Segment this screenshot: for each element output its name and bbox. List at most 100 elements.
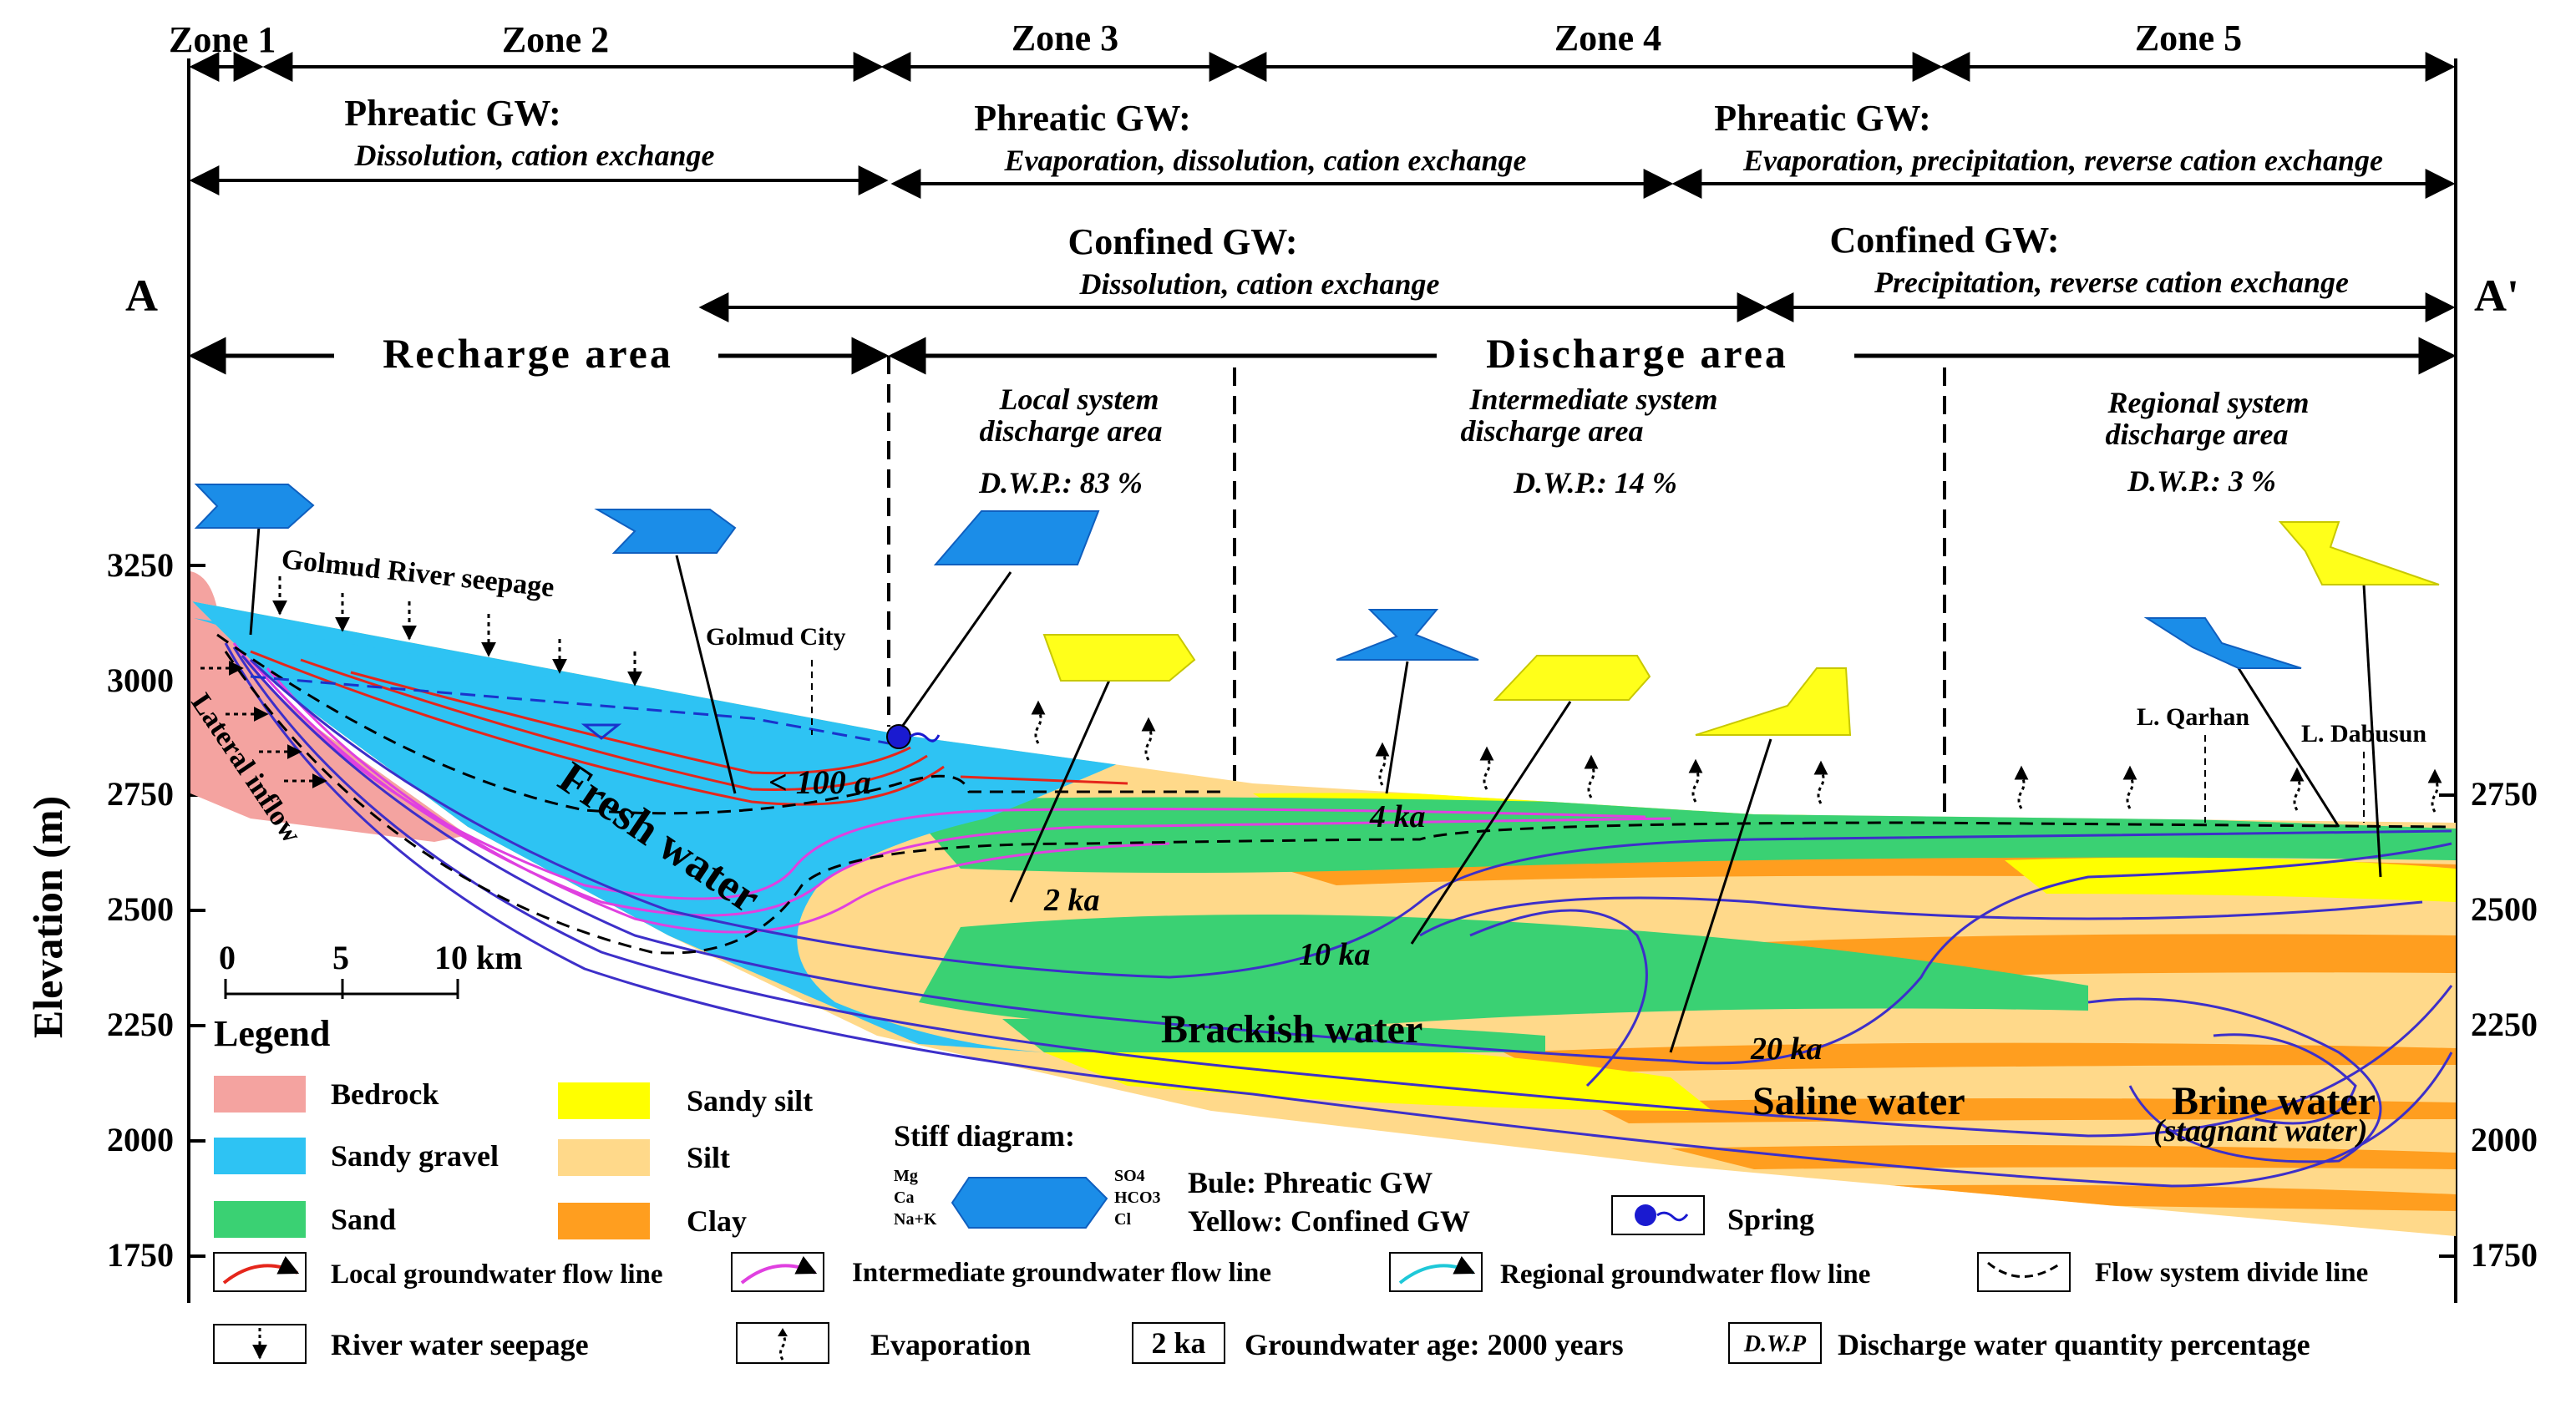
tick-2500: 2500 <box>107 890 174 928</box>
regional-flow-lines <box>224 642 2453 1188</box>
legend-sand: Sand <box>331 1203 396 1236</box>
recharge-area-label: Recharge area <box>383 330 673 377</box>
confined-title-1: Confined GW: <box>1067 221 1297 262</box>
legend-bedrock: Bedrock <box>331 1077 439 1111</box>
water-table-line <box>250 675 890 745</box>
y-axis-label: Elevation (m) <box>24 796 71 1038</box>
spring-marker <box>886 724 941 749</box>
confined-gw-row: Confined GW: Dissolution, cation exchang… <box>698 220 2456 322</box>
phreatic-title-1: Phreatic GW: <box>344 93 560 134</box>
zone-3-label: Zone 3 <box>1012 18 1118 58</box>
legend-age-sample: 2 ka <box>1151 1326 1205 1360</box>
swatch-bedrock <box>214 1076 306 1113</box>
sandy-gravel-unit <box>192 601 1136 1052</box>
legend-silt: Silt <box>687 1141 730 1174</box>
right-tick-1750: 1750 <box>2471 1236 2538 1274</box>
tick-2000: 2000 <box>107 1121 174 1158</box>
stiff-cl: Cl <box>1114 1210 1131 1229</box>
tick-1750: 1750 <box>107 1236 174 1274</box>
legend-regional-flow: Regional groundwater flow line <box>1500 1259 1870 1290</box>
intermediate-flow-lines <box>232 642 1671 934</box>
legend-spring: Spring <box>1727 1203 1814 1236</box>
scale-0: 0 <box>219 939 236 976</box>
age-label-4ka: 4 ka <box>1369 799 1426 834</box>
legend-clay: Clay <box>687 1204 747 1238</box>
area-row: Recharge area Discharge area <box>188 330 2457 377</box>
phreatic-process-1: Dissolution, cation exchange <box>353 139 714 172</box>
zone-1-label: Zone 1 <box>169 19 276 60</box>
l-qarhan-label: L. Qarhan <box>2137 703 2249 731</box>
bedrock-unit <box>190 571 468 842</box>
scale-bar: 0 5 10 km <box>219 939 523 999</box>
river-seepage-arrows <box>272 576 642 687</box>
age-label-2ka: 2 ka <box>1043 883 1100 918</box>
phreatic-gw-row: Phreatic GW: Dissolution, cation exchang… <box>189 93 2456 199</box>
flow-lines <box>224 642 2453 1188</box>
legend-spring-icon <box>1635 1204 1656 1226</box>
system-labels: Local system discharge area D.W.P.: 83 %… <box>978 383 2309 499</box>
phreatic-title-2: Phreatic GW: <box>974 98 1190 139</box>
confined-title-2: Confined GW: <box>1829 220 2059 261</box>
intermediate-system-line2: discharge area <box>1461 414 1644 448</box>
y-axis-left: 3250 3000 2750 2500 2250 2000 1750 Eleva… <box>24 546 205 1274</box>
stiff-so4: SO4 <box>1114 1167 1145 1185</box>
legend-dwp-text: Discharge water quantity percentage <box>1838 1328 2310 1361</box>
legend-intermediate-flow: Intermediate groundwater flow line <box>852 1258 1271 1288</box>
legend-stiff-title: Stiff diagram: <box>894 1119 1075 1153</box>
legend-sandy-silt: Sandy silt <box>687 1084 813 1118</box>
legend-stiff-shape <box>951 1177 1108 1229</box>
golmud-city-label: Golmud City <box>706 623 846 651</box>
local-system-line2: discharge area <box>980 414 1163 448</box>
discharge-area-label: Discharge area <box>1486 330 1788 377</box>
phreatic-process-2: Evaporation, dissolution, cation exchang… <box>1003 144 1526 177</box>
regional-system-line2: discharge area <box>2106 418 2289 451</box>
tick-3250: 3250 <box>107 546 174 584</box>
stiff-mg: Mg <box>894 1167 918 1185</box>
zone-row: Zone 1 Zone 2 Zone 3 Zone 4 Zone 5 <box>169 18 2456 82</box>
right-tick-2750: 2750 <box>2471 775 2538 813</box>
local-dwp: D.W.P.: 83 % <box>978 466 1143 499</box>
legend-divide-line-icon <box>1987 1261 2062 1278</box>
sandy-gravel-surface <box>194 618 902 752</box>
legend-local-flow-icon <box>222 1255 300 1285</box>
water-table-symbol <box>581 723 622 740</box>
swatch-silt <box>558 1139 650 1176</box>
golmud-seepage-label: Golmud River seepage <box>280 544 555 603</box>
right-tick-2500: 2500 <box>2471 890 2538 928</box>
zone-5-label: Zone 5 <box>2135 18 2242 58</box>
confined-process-2: Precipitation, reverse cation exchange <box>1874 266 2349 299</box>
l-dabusun-label: L. Dabusun <box>2301 720 2426 748</box>
intermediate-system-line1: Intermediate system <box>1469 383 1718 416</box>
swatch-sandy-gravel <box>214 1138 306 1174</box>
tick-3000: 3000 <box>107 661 174 699</box>
age-label-10ka: 10 ka <box>1299 937 1371 972</box>
legend-divide-line: Flow system divide line <box>2095 1258 2368 1288</box>
stagnant-water-label: (stagnant water) <box>2153 1113 2368 1148</box>
confined-process-1: Dissolution, cation exchange <box>1078 267 1439 301</box>
lateral-inflow-arrows <box>200 661 327 788</box>
legend-intermediate-flow-icon <box>740 1255 818 1285</box>
zone-4-label: Zone 4 <box>1554 18 1661 58</box>
legend-dwp-sample: D.W.P <box>1743 1331 1807 1357</box>
phreatic-process-3: Evaporation, precipitation, reverse cati… <box>1742 144 2383 177</box>
swatch-sand <box>214 1201 306 1238</box>
legend-regional-flow-icon <box>1398 1255 1476 1285</box>
legend-blue-note: Bule: Phreatic GW <box>1188 1166 1433 1199</box>
legend-age-text: Groundwater age: 2000 years <box>1245 1328 1624 1361</box>
section-label-a-prime: A' <box>2474 271 2519 321</box>
stiff-hco3: HCO3 <box>1114 1189 1161 1207</box>
legend-local-flow: Local groundwater flow line <box>331 1259 663 1290</box>
tick-2750: 2750 <box>107 775 174 813</box>
age-label-20ka: 20 ka <box>1750 1031 1823 1067</box>
scale-5: 5 <box>332 939 349 976</box>
legend-evaporation: Evaporation <box>870 1328 1031 1361</box>
legend-yellow-note: Yellow: Confined GW <box>1188 1204 1470 1238</box>
brine-water-label: Brine water <box>2172 1079 2376 1123</box>
right-tick-2000: 2000 <box>2471 1121 2538 1158</box>
zone-2-label: Zone 2 <box>502 19 609 60</box>
age-label-100a: < 100 a <box>768 763 871 801</box>
phreatic-title-3: Phreatic GW: <box>1714 98 1930 139</box>
system-dividers <box>887 356 1946 819</box>
